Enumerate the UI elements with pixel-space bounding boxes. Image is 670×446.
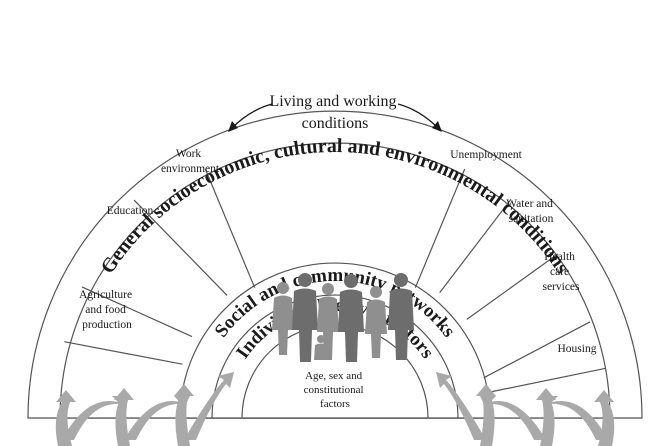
sector-health-care: Health care services — [542, 251, 580, 293]
sector-dividers — [64, 168, 606, 393]
sector-work-environment: Work environment — [161, 148, 220, 175]
sector-unemployment: Unemployment — [450, 149, 522, 161]
sector-education: Education — [107, 205, 154, 217]
sector-agriculture: Agriculture and food production — [79, 289, 135, 331]
sector-housing: Housing — [558, 343, 597, 355]
people-group-icon — [272, 273, 414, 362]
living-conditions-label: Living and working conditions — [269, 93, 400, 132]
upward-arrow-icon — [55, 372, 234, 446]
core-label: Age, sex and constitutional factors — [304, 370, 367, 410]
arrowhead-left — [228, 121, 238, 132]
upward-arrow-icon-right — [436, 372, 615, 446]
arrowhead-right — [432, 121, 442, 132]
sector-water-sanitation: Water and sanitation — [506, 198, 556, 225]
